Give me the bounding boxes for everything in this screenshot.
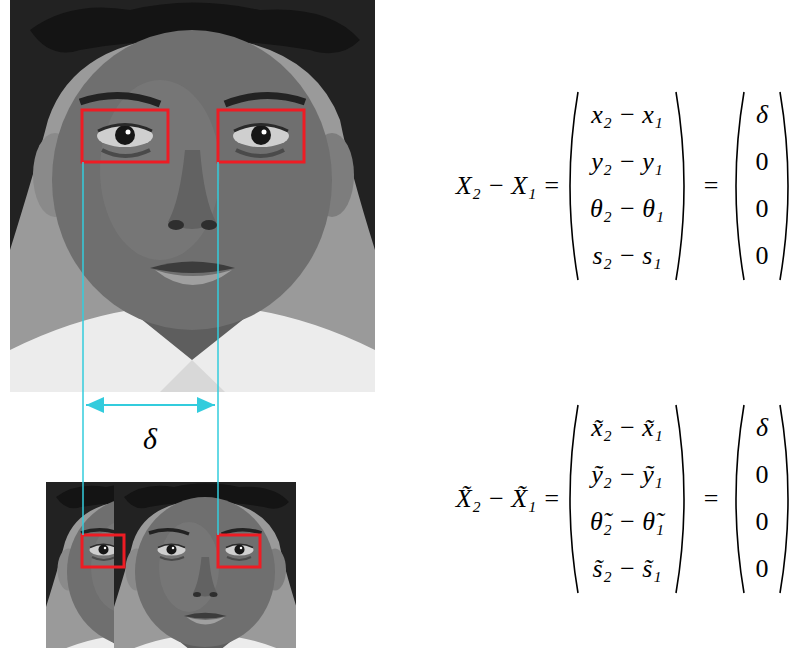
matrix-entry: θ₂ − θ₁ [590,195,664,224]
matrix-entry: s₂ − s₁ [593,242,662,271]
matrix-entry: 0 [756,148,769,177]
matrix-entry: 0 [756,195,769,224]
matrix-entry: x̃₂ − x̃₁ [591,414,663,443]
equals-sign: = [704,485,719,514]
matrix-entry: δ [756,101,768,130]
matrix-entry: δ [756,414,768,443]
matrix-entry: 0 [756,508,769,537]
equation-lhs: X₂ − X₁ = [456,172,560,201]
matrix-entry: y₂ − y₁ [591,148,663,177]
matrix-entry: x₂ − x₁ [591,101,663,130]
equation-lhs: X̃₂ − X̃₁ = [456,485,560,514]
equals-sign: = [704,172,719,201]
matrix-entry: 0 [756,242,769,271]
matrix-entry: ỹ₂ − ỹ₁ [591,461,663,490]
matrix-entry: θ̃₂ − θ̃₁ [590,508,664,537]
delta-label: δ [143,422,157,455]
matrix-entry: 0 [756,555,769,584]
matrix-entry: 0 [756,461,769,490]
matrix-brackets [570,92,788,593]
matrix-entry: s̃₂ − s̃₁ [593,555,662,584]
